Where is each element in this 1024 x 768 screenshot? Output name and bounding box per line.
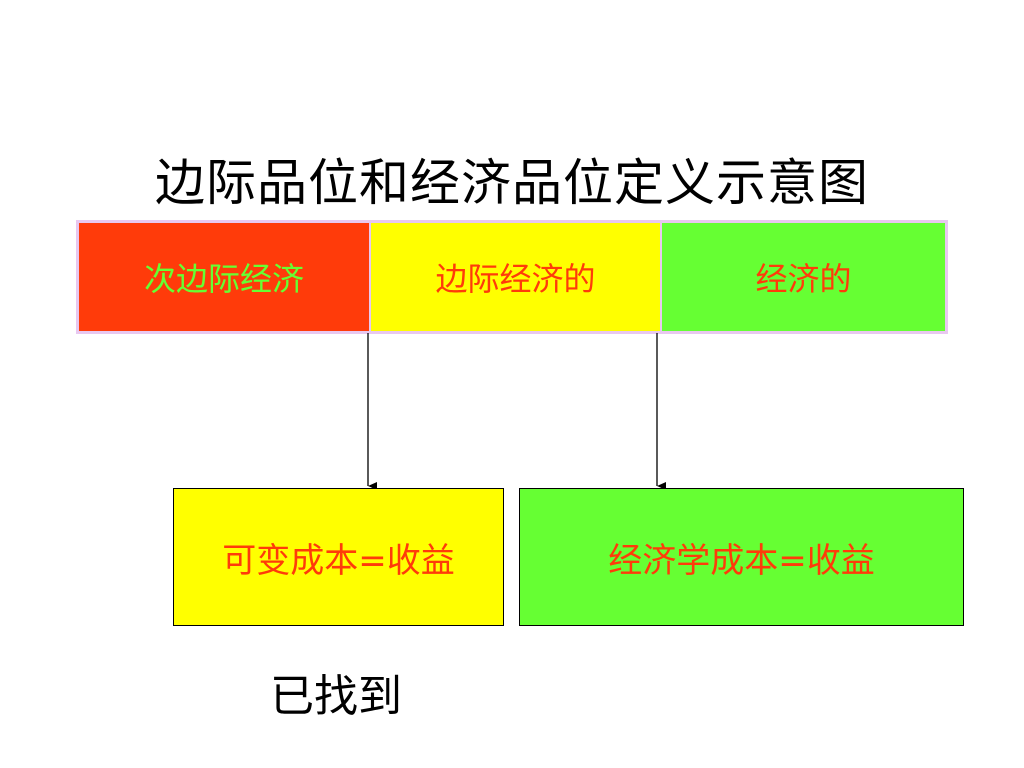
segment-economic-label: 经济的 (755, 260, 852, 298)
variable-cost-box: 可变成本=收益 (173, 488, 504, 626)
variable-cost-label: 可变成本=收益 (222, 540, 455, 581)
segment-subeconomic-label: 次边际经济 (143, 260, 304, 298)
segment-economic: 经济的 (660, 223, 945, 331)
economic-cost-box: 经济学成本=收益 (519, 488, 964, 626)
found-status-text: 已找到 (270, 671, 402, 722)
segment-subeconomic: 次边际经济 (79, 223, 369, 331)
grade-band: 次边际经济 边际经济的 经济的 (76, 220, 948, 334)
economic-cost-label: 经济学成本=收益 (608, 540, 875, 581)
segment-marginal-label: 边际经济的 (435, 260, 596, 298)
segment-marginal: 边际经济的 (369, 223, 660, 331)
diagram-title: 边际品位和经济品位定义示意图 (155, 154, 869, 212)
